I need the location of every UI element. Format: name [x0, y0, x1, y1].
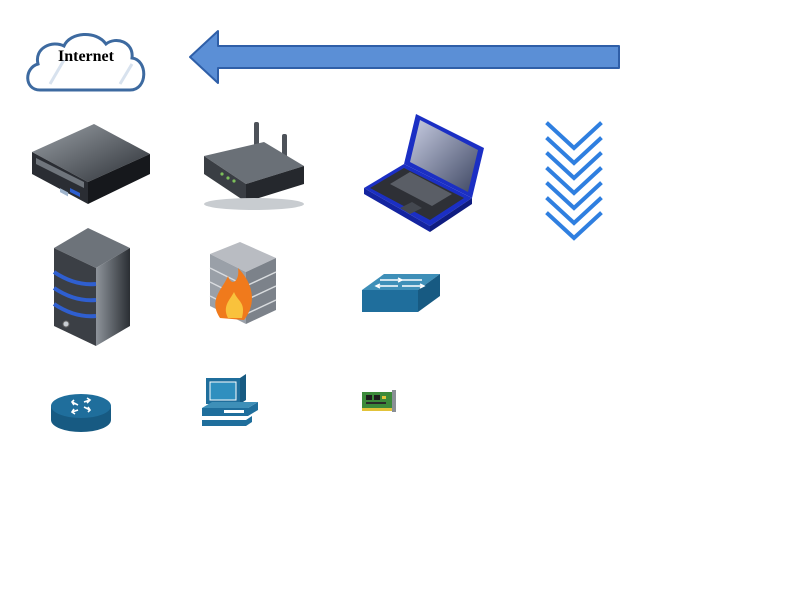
router-icon — [51, 394, 111, 432]
cloud-label: Internet — [58, 48, 114, 65]
network-switch-icon — [362, 274, 440, 312]
network-card-icon — [362, 390, 396, 412]
down-chevrons-icon — [545, 121, 603, 241]
wifi-router-icon — [204, 122, 304, 210]
cloud-icon — [26, 33, 146, 92]
rack-server-icon — [32, 124, 150, 204]
firewall-icon — [209, 242, 277, 324]
tower-server-icon — [52, 228, 130, 346]
laptop-icon — [364, 114, 484, 232]
left-arrow-icon — [189, 30, 620, 84]
workstation-icon — [202, 374, 258, 426]
